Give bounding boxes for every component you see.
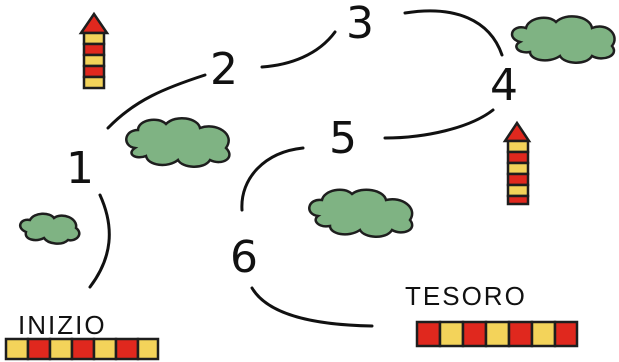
step-4[interactable]: 4: [490, 60, 518, 111]
step-2[interactable]: 2: [210, 44, 238, 95]
path-5-to-6: [240, 146, 305, 212]
step-1[interactable]: 1: [66, 143, 94, 194]
start-label: INIZIO: [18, 310, 107, 340]
path-1-to-2: [106, 73, 207, 130]
treasure-label: TESORO: [405, 281, 527, 311]
path-3-to-4: [403, 9, 504, 57]
path-2-to-3: [260, 30, 337, 69]
step-3[interactable]: 3: [346, 0, 374, 49]
path-segments: [88, 9, 504, 328]
tower-icon: [78, 11, 110, 90]
path-start-to-1: [88, 193, 111, 289]
step-5[interactable]: 5: [329, 113, 357, 164]
tower-icon: [502, 120, 532, 206]
start-bar[interactable]: [4, 337, 160, 361]
cloud-icon: [18, 212, 81, 245]
treasure-bar[interactable]: [415, 320, 579, 348]
cloud-icon: [308, 188, 414, 238]
path-6-to-treasure: [250, 286, 374, 328]
path-4-to-5: [383, 108, 495, 140]
step-6[interactable]: 6: [230, 232, 258, 283]
cloud-icon: [125, 116, 231, 168]
cloud-icon: [510, 15, 616, 64]
